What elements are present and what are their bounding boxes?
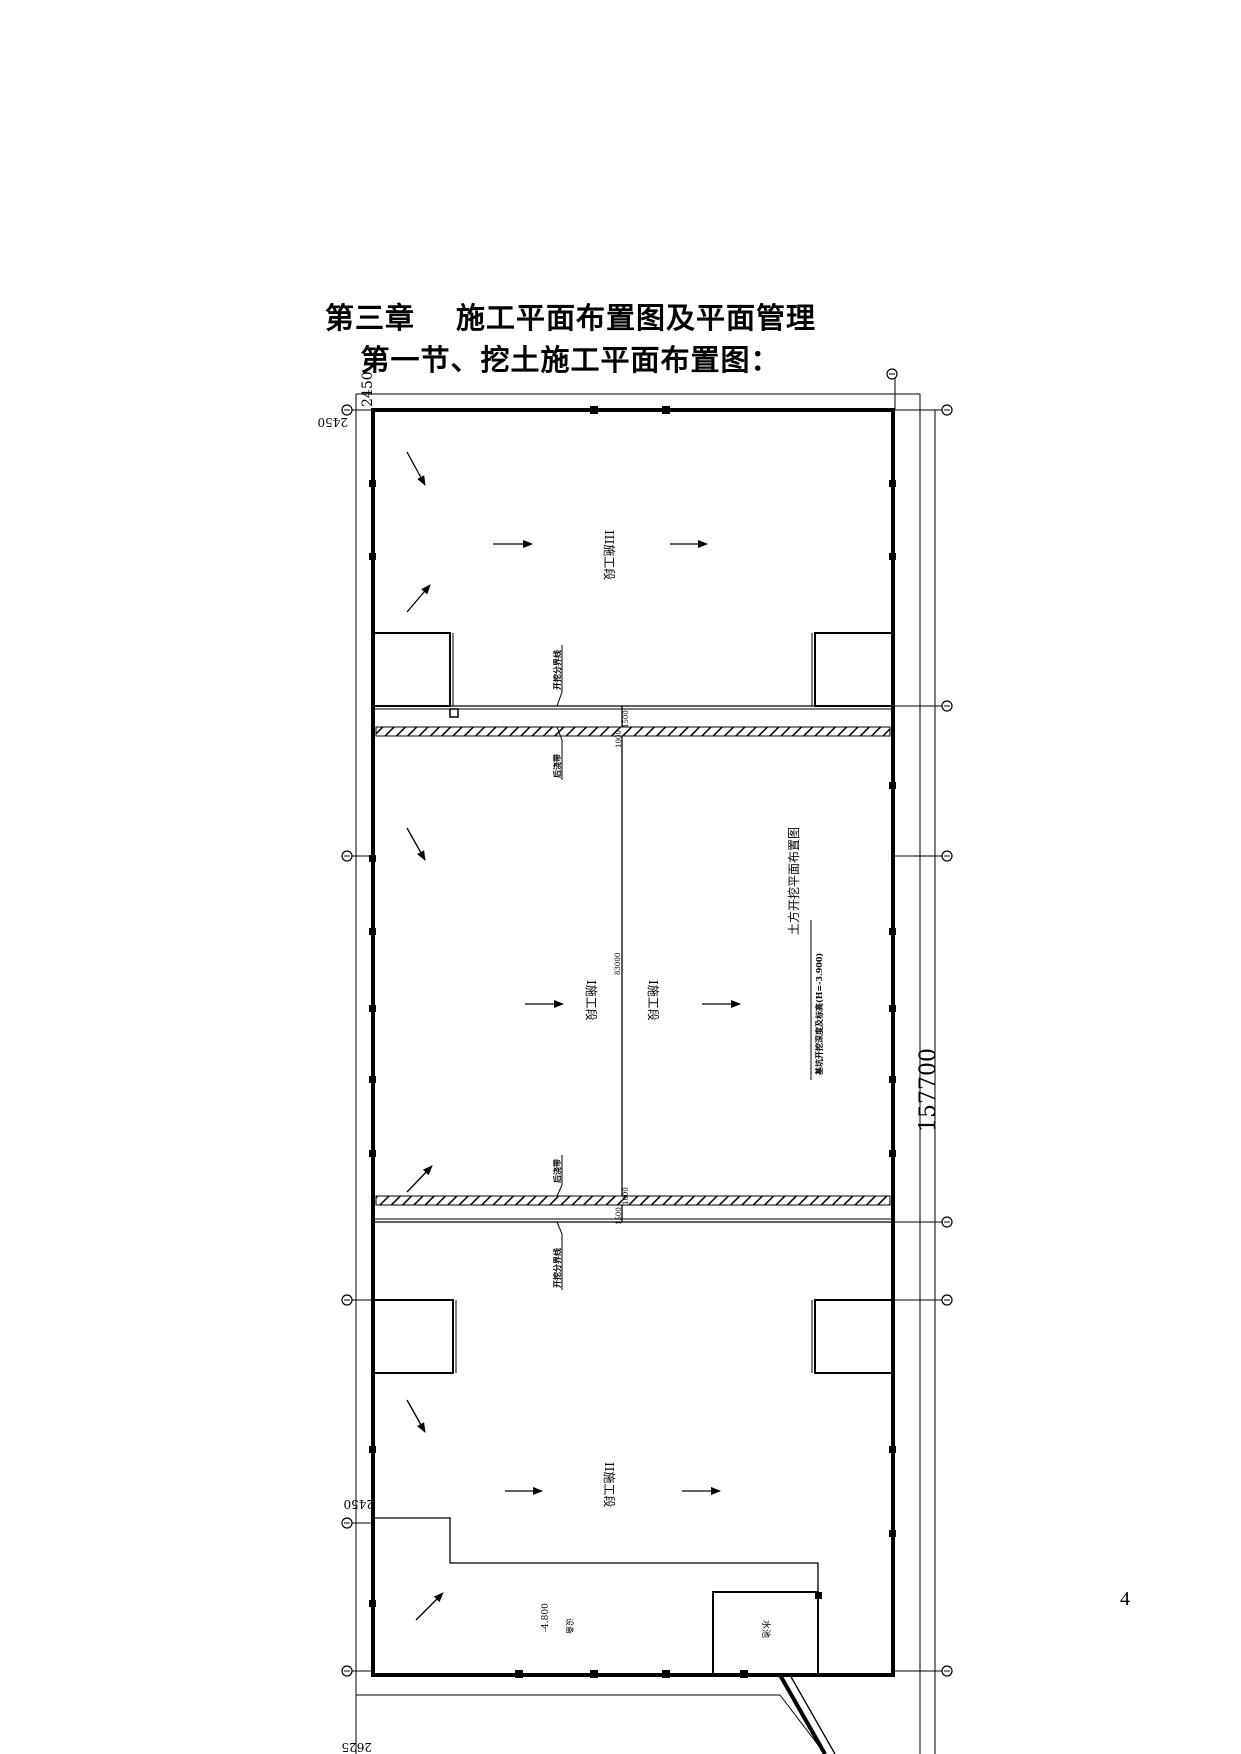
dim-band-top: 1000	[615, 730, 623, 748]
excavation-direction-arrows	[406, 451, 741, 1621]
reference-lines	[355, 370, 936, 1754]
plan-subtitle: 基坑开挖深度及标高(H=-3.900)	[814, 953, 824, 1076]
dim-top-offset-mirrored: 2450	[317, 415, 348, 429]
excavation-boundary	[371, 408, 895, 1754]
ramp-notches	[372, 632, 894, 1374]
dim-band-bottom-2: 1000	[622, 1187, 630, 1205]
pit-label: 设备	[565, 1618, 575, 1634]
dim-band-bottom: 1500	[615, 1207, 623, 1225]
boundary-label-upper: 开挖分界线	[552, 650, 562, 690]
dim-total-length: 157700	[916, 1048, 941, 1132]
post-pour-band-upper	[375, 726, 891, 737]
page-number: 4	[1120, 1588, 1130, 1610]
axis-bubbles	[341, 368, 953, 1677]
dim-top-offset: 2450	[360, 371, 376, 407]
post-pour-band-lower	[375, 1195, 891, 1206]
dim-band-top-2: 1500	[622, 710, 630, 728]
zone-ii-label: II施工段	[602, 1462, 617, 1507]
dim-lower-offset: 2450	[343, 1497, 374, 1511]
post-pour-label-upper: 后浇带	[552, 754, 562, 778]
elevation-label: -4.800	[541, 1603, 551, 1632]
chapter-title: 第三章 施工平面布置图及平面管理	[324, 301, 817, 335]
section-title: 第一节、挖土施工平面布置图：	[360, 343, 781, 377]
zone-i-left-label: I施工段	[584, 980, 599, 1021]
zone-iii-label: III施工段	[602, 530, 617, 580]
dim-bottom-offset: 2625	[341, 1740, 372, 1754]
dim-middle-length: 83000	[614, 953, 622, 975]
zone-i-right-label: I施工段	[646, 980, 661, 1021]
water-pool-label: 水池	[760, 1620, 772, 1638]
label-leaders	[556, 645, 812, 1290]
boundary-label-lower: 开挖分界线	[552, 1248, 562, 1288]
plan-title: 土方开挖平面布置图	[786, 827, 801, 935]
post-pour-label-lower: 后浇带	[552, 1159, 562, 1183]
column-markers	[369, 406, 896, 1678]
